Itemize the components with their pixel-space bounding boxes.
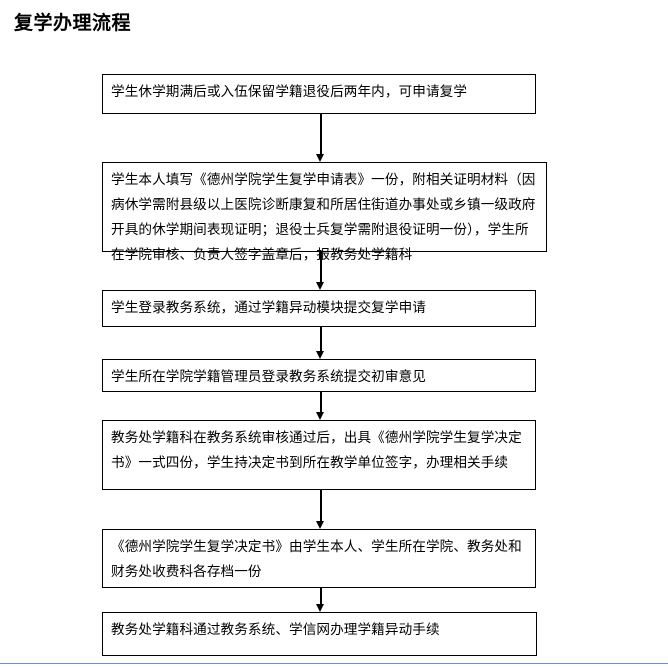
flow-node-text: 《德州学院学生复学决定书》由学生本人、学生所在学院、教务处和财务处收费科各存档一… — [111, 539, 522, 580]
connector-line — [320, 588, 322, 604]
connector-5-to-6 — [316, 490, 325, 529]
connector-2-to-3 — [316, 252, 325, 290]
flow-node-text: 学生本人填写《德州学院学生复学申请表》一份，附相关证明材料（因病休学需附县级以上… — [111, 172, 536, 263]
connector-line — [320, 392, 322, 412]
connector-line — [320, 114, 322, 154]
flow-node-text: 学生登录教务系统，通过学籍异动模块提交复学申请 — [111, 300, 426, 316]
flow-node-text: 教务处学籍科通过教务系统、学信网办理学籍异动手续 — [111, 622, 440, 638]
connector-6-to-7 — [316, 588, 325, 612]
connector-1-to-2 — [316, 114, 325, 162]
connector-line — [320, 490, 322, 521]
flow-node-step-7: 教务处学籍科通过教务系统、学信网办理学籍异动手续 — [102, 612, 537, 656]
bottom-divider — [0, 663, 668, 665]
down-arrow-icon — [316, 604, 324, 612]
flow-node-step-1: 学生休学期满后或入伍保留学籍退役后两年内，可申请复学 — [102, 74, 536, 114]
flow-node-step-6: 《德州学院学生复学决定书》由学生本人、学生所在学院、教务处和财务处收费科各存档一… — [102, 529, 536, 588]
connector-line — [320, 252, 322, 282]
flow-node-text: 教务处学籍科在教务系统审核通过后，出具《德州学院学生复学决定书》一式四份，学生持… — [111, 430, 522, 471]
down-arrow-icon — [316, 412, 324, 420]
down-arrow-icon — [316, 282, 324, 290]
down-arrow-icon — [316, 521, 324, 529]
down-arrow-icon — [316, 154, 324, 162]
flow-node-step-2: 学生本人填写《德州学院学生复学申请表》一份，附相关证明材料（因病休学需附县级以上… — [102, 162, 547, 263]
flow-node-step-3: 学生登录教务系统，通过学籍异动模块提交复学申请 — [102, 290, 536, 327]
flow-node-step-4: 学生所在学院学籍管理员登录教务系统提交初审意见 — [102, 359, 536, 392]
flow-node-text: 学生所在学院学籍管理员登录教务系统提交初审意见 — [111, 369, 426, 385]
page-title: 复学办理流程 — [14, 12, 132, 34]
flow-node-text: 学生休学期满后或入伍保留学籍退役后两年内，可申请复学 — [111, 84, 468, 100]
connector-line — [320, 327, 322, 351]
connector-4-to-5 — [316, 392, 325, 420]
down-arrow-icon — [316, 351, 324, 359]
flow-node-step-5: 教务处学籍科在教务系统审核通过后，出具《德州学院学生复学决定书》一式四份，学生持… — [102, 420, 536, 490]
connector-3-to-4 — [316, 327, 325, 359]
